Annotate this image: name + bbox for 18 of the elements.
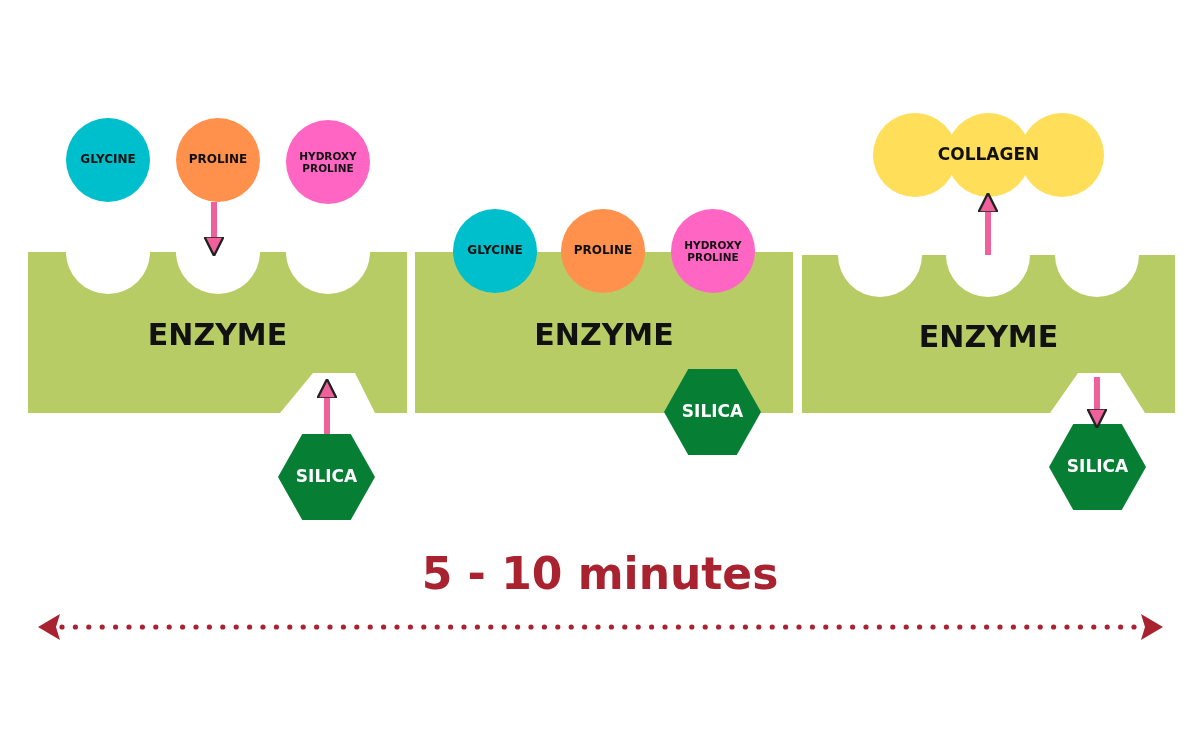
molecule-label: PROLINE (188, 153, 248, 167)
silica-label: SILICA (1066, 457, 1129, 477)
molecule-label: COLLAGEN (937, 145, 1040, 165)
molecule-label: GLYCINE (467, 244, 523, 258)
molecule-label: HYDROXY PROLINE (683, 238, 743, 264)
arrow (203, 202, 225, 257)
arrow (316, 378, 338, 434)
enzyme-label: ENZYME (147, 318, 288, 353)
molecule-label: GLYCINE (80, 153, 136, 167)
silica-label: SILICA (295, 467, 358, 487)
arrow (1086, 377, 1108, 429)
arrow (977, 192, 999, 255)
silica-label: SILICA (681, 402, 744, 422)
enzyme-label: ENZYME (918, 319, 1059, 355)
molecule-label: PROLINE (573, 244, 633, 258)
enzyme-label: ENZYME (534, 318, 674, 353)
molecule-label: HYDROXY PROLINE (298, 149, 358, 175)
duration-label: 5 - 10 minutes (421, 548, 779, 599)
